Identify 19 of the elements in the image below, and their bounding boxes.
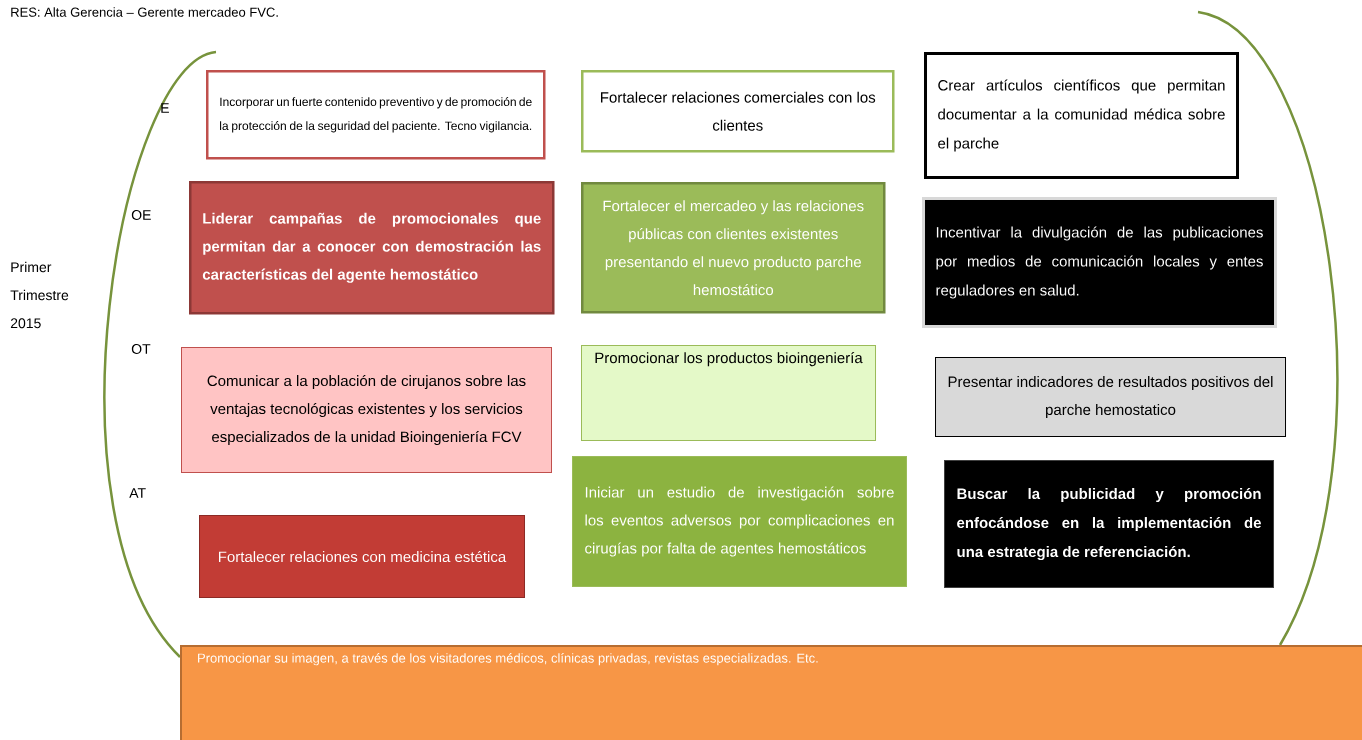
text-box: Iniciar un estudio de investigación sobre los eventos adversos por complicaciones en cirugías por falta de agentes hemostáticos	[572, 456, 907, 587]
text-box: Presentar indicadores de resultados positivos del parche hemostatico	[935, 357, 1286, 437]
banner-box: Promocionar su imagen, a través de los visitadores médicos, clínicas privadas, revistas especializadas. Etc.	[180, 645, 1362, 740]
heading-text: RES: Alta Gerencia – Gerente mercadeo FVC.	[11, 7, 278, 17]
text-box: Fortalecer relaciones con medicina estética	[199, 515, 525, 598]
text-box: Incorporar un fuerte contenido preventivo y de promoción de la protección de la seguridad del paciente. Tecno vigilancia.	[206, 70, 546, 160]
row-label: E	[161, 103, 169, 113]
text-box: Liderar campañas de promocionales que permitan dar a conocer con demostración las características del agente hemostático	[189, 181, 555, 315]
text-box: Promocionar los productos bioingeniería	[581, 345, 876, 441]
row-label: AT	[129, 488, 146, 498]
text-box: Buscar la publicidad y promoción enfocándose en la implementación de una estrategia de referenciación.	[944, 460, 1274, 588]
text-box: Comunicar a la población de cirujanos sobre las ventajas tecnológicas existentes y los servicios especializados de la unidad Bioingeniería FCV	[181, 347, 552, 473]
text-box: Fortalecer relaciones comerciales con los clientes	[581, 70, 895, 153]
text-box: Incentivar la divulgación de las publicaciones por medios de comunicación locales y entes reguladores en salud.	[922, 197, 1277, 328]
text-box: Fortalecer el mercadeo y las relaciones públicas con clientes existentes presentando el nuevo producto parche hemostático	[581, 182, 886, 314]
text-box: Crear artículos científicos que permitan documentar a la comunidad médica sobre el parche	[924, 52, 1239, 179]
row-label: OE	[131, 210, 151, 220]
period-label: Primer Trimestre 2015	[10, 261, 69, 329]
row-label: OT	[131, 344, 151, 354]
